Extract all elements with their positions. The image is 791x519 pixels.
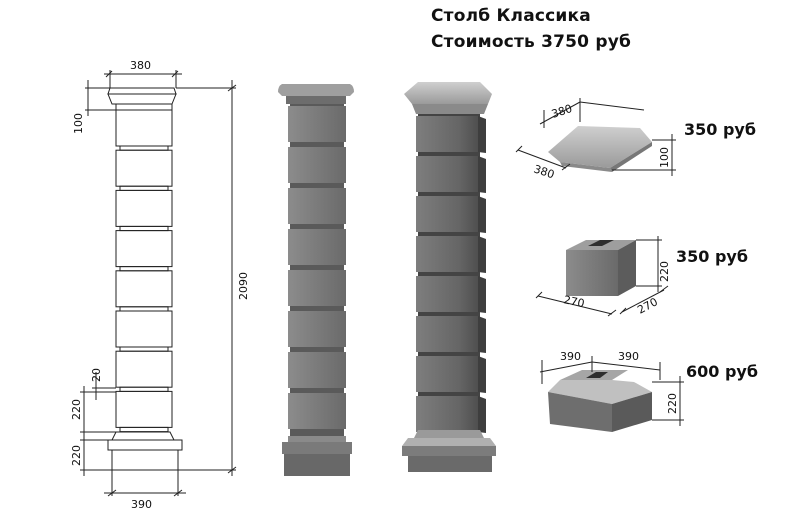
persp-block [416,396,478,432]
technical-drawing: 380 100 2090 20 220 220 390 [70,59,250,511]
persp-block [416,316,478,352]
product-title: Столб Классика [431,6,591,26]
cap-dim-w2: 380 [532,162,556,181]
persp-block [416,356,478,392]
drawing-block [115,390,173,428]
block-price: 350 руб [676,247,749,266]
block-piece: 220 270 270 [535,236,671,317]
pillar-perspective-view [402,82,496,472]
front-block [288,188,346,224]
base-price: 600 руб [686,362,759,381]
pillar-front-view [278,84,354,476]
drawing-block [115,189,173,227]
drawing-block [115,270,173,308]
front-block [288,229,346,265]
front-block [288,393,346,429]
persp-block [416,196,478,232]
drawing-block [115,310,173,348]
dim-base-width: 390 [131,498,152,511]
persp-block [416,156,478,192]
drawing-block [115,109,173,147]
cap-dim-h: 100 [658,147,671,168]
base-dim-w1: 390 [560,350,581,363]
front-block [288,311,346,347]
cap-piece: 380 380 100 [515,98,676,181]
dim-joint: 20 [90,368,103,382]
block-dim-w2: 270 [635,295,660,316]
drawing-block [115,149,173,187]
base-piece: 390 390 220 [539,350,684,432]
cap-price: 350 руб [684,120,757,139]
dim-base-height: 220 [70,445,83,466]
base-dim-w2: 390 [618,350,639,363]
block-dim-w1: 270 [562,293,585,310]
block-dim-h: 220 [658,261,671,282]
product-price-total: Стоимость 3750 руб [431,32,632,52]
dim-block-height: 220 [70,399,83,420]
cap-dim-w1: 380 [550,102,574,121]
persp-block [416,116,478,152]
persp-block [416,276,478,312]
front-block [288,147,346,183]
dim-top-width: 380 [130,59,151,72]
persp-block [416,236,478,272]
front-block [288,352,346,388]
front-block [288,106,346,142]
front-block [288,270,346,306]
dim-cap-height: 100 [72,113,85,134]
drawing-block [115,230,173,268]
drawing-block [115,350,173,388]
dim-total-height: 2090 [237,272,250,300]
base-dim-h: 220 [666,393,679,414]
